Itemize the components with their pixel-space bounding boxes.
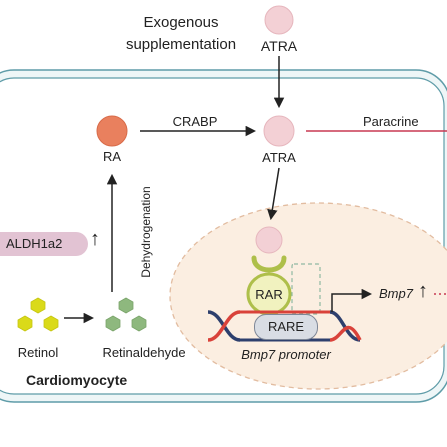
atra-top-label: ATRA bbox=[260, 38, 298, 54]
retinol-label: Retinol bbox=[17, 345, 59, 360]
atra-intracellular-circle bbox=[263, 115, 295, 147]
exogenous-label-line1: Exogenous bbox=[143, 14, 219, 31]
paracrine-label: Paracrine bbox=[363, 114, 419, 129]
bmp7-promoter-label: Bmp7 promoter bbox=[241, 347, 331, 362]
retinaldehyde-label: Retinaldehyde bbox=[102, 345, 186, 360]
atra-bound-circle bbox=[255, 226, 283, 254]
atra-exogenous-circle bbox=[264, 5, 294, 35]
transcription-arrow bbox=[331, 288, 373, 312]
aldh1a2-label: ALDH1a2 bbox=[6, 236, 63, 251]
ra-circle bbox=[96, 115, 128, 147]
retinol-icon bbox=[17, 297, 59, 332]
aldh-up-arrow: ↑ bbox=[90, 228, 100, 250]
aldh1a2-badge: ALDH1a2 bbox=[0, 232, 88, 256]
bmp7-label: Bmp7 bbox=[379, 286, 413, 301]
cell-title: Cardiomyocyte bbox=[26, 372, 128, 388]
nucleus bbox=[169, 202, 447, 390]
bmp7-up-arrow: ↑ bbox=[418, 280, 428, 302]
rar-label: RAR bbox=[255, 287, 283, 302]
dehydrogenation-label-wrap: Dehydrogenation bbox=[136, 176, 156, 288]
dehydrogenation-label: Dehydrogenation bbox=[139, 186, 153, 278]
ra-label: RA bbox=[102, 149, 122, 164]
rare-label: RARE bbox=[267, 319, 305, 334]
exogenous-label-line2: supplementation bbox=[125, 36, 237, 53]
dna-helix bbox=[207, 310, 362, 342]
atra-to-nucleus-arrow bbox=[267, 167, 280, 221]
rar-receptor-cup bbox=[251, 255, 287, 273]
retinaldehyde-icon bbox=[105, 297, 147, 332]
rare-box: RARE bbox=[254, 314, 318, 340]
atra-mid-label: ATRA bbox=[262, 150, 296, 165]
crabp-label: CRABP bbox=[172, 114, 218, 129]
